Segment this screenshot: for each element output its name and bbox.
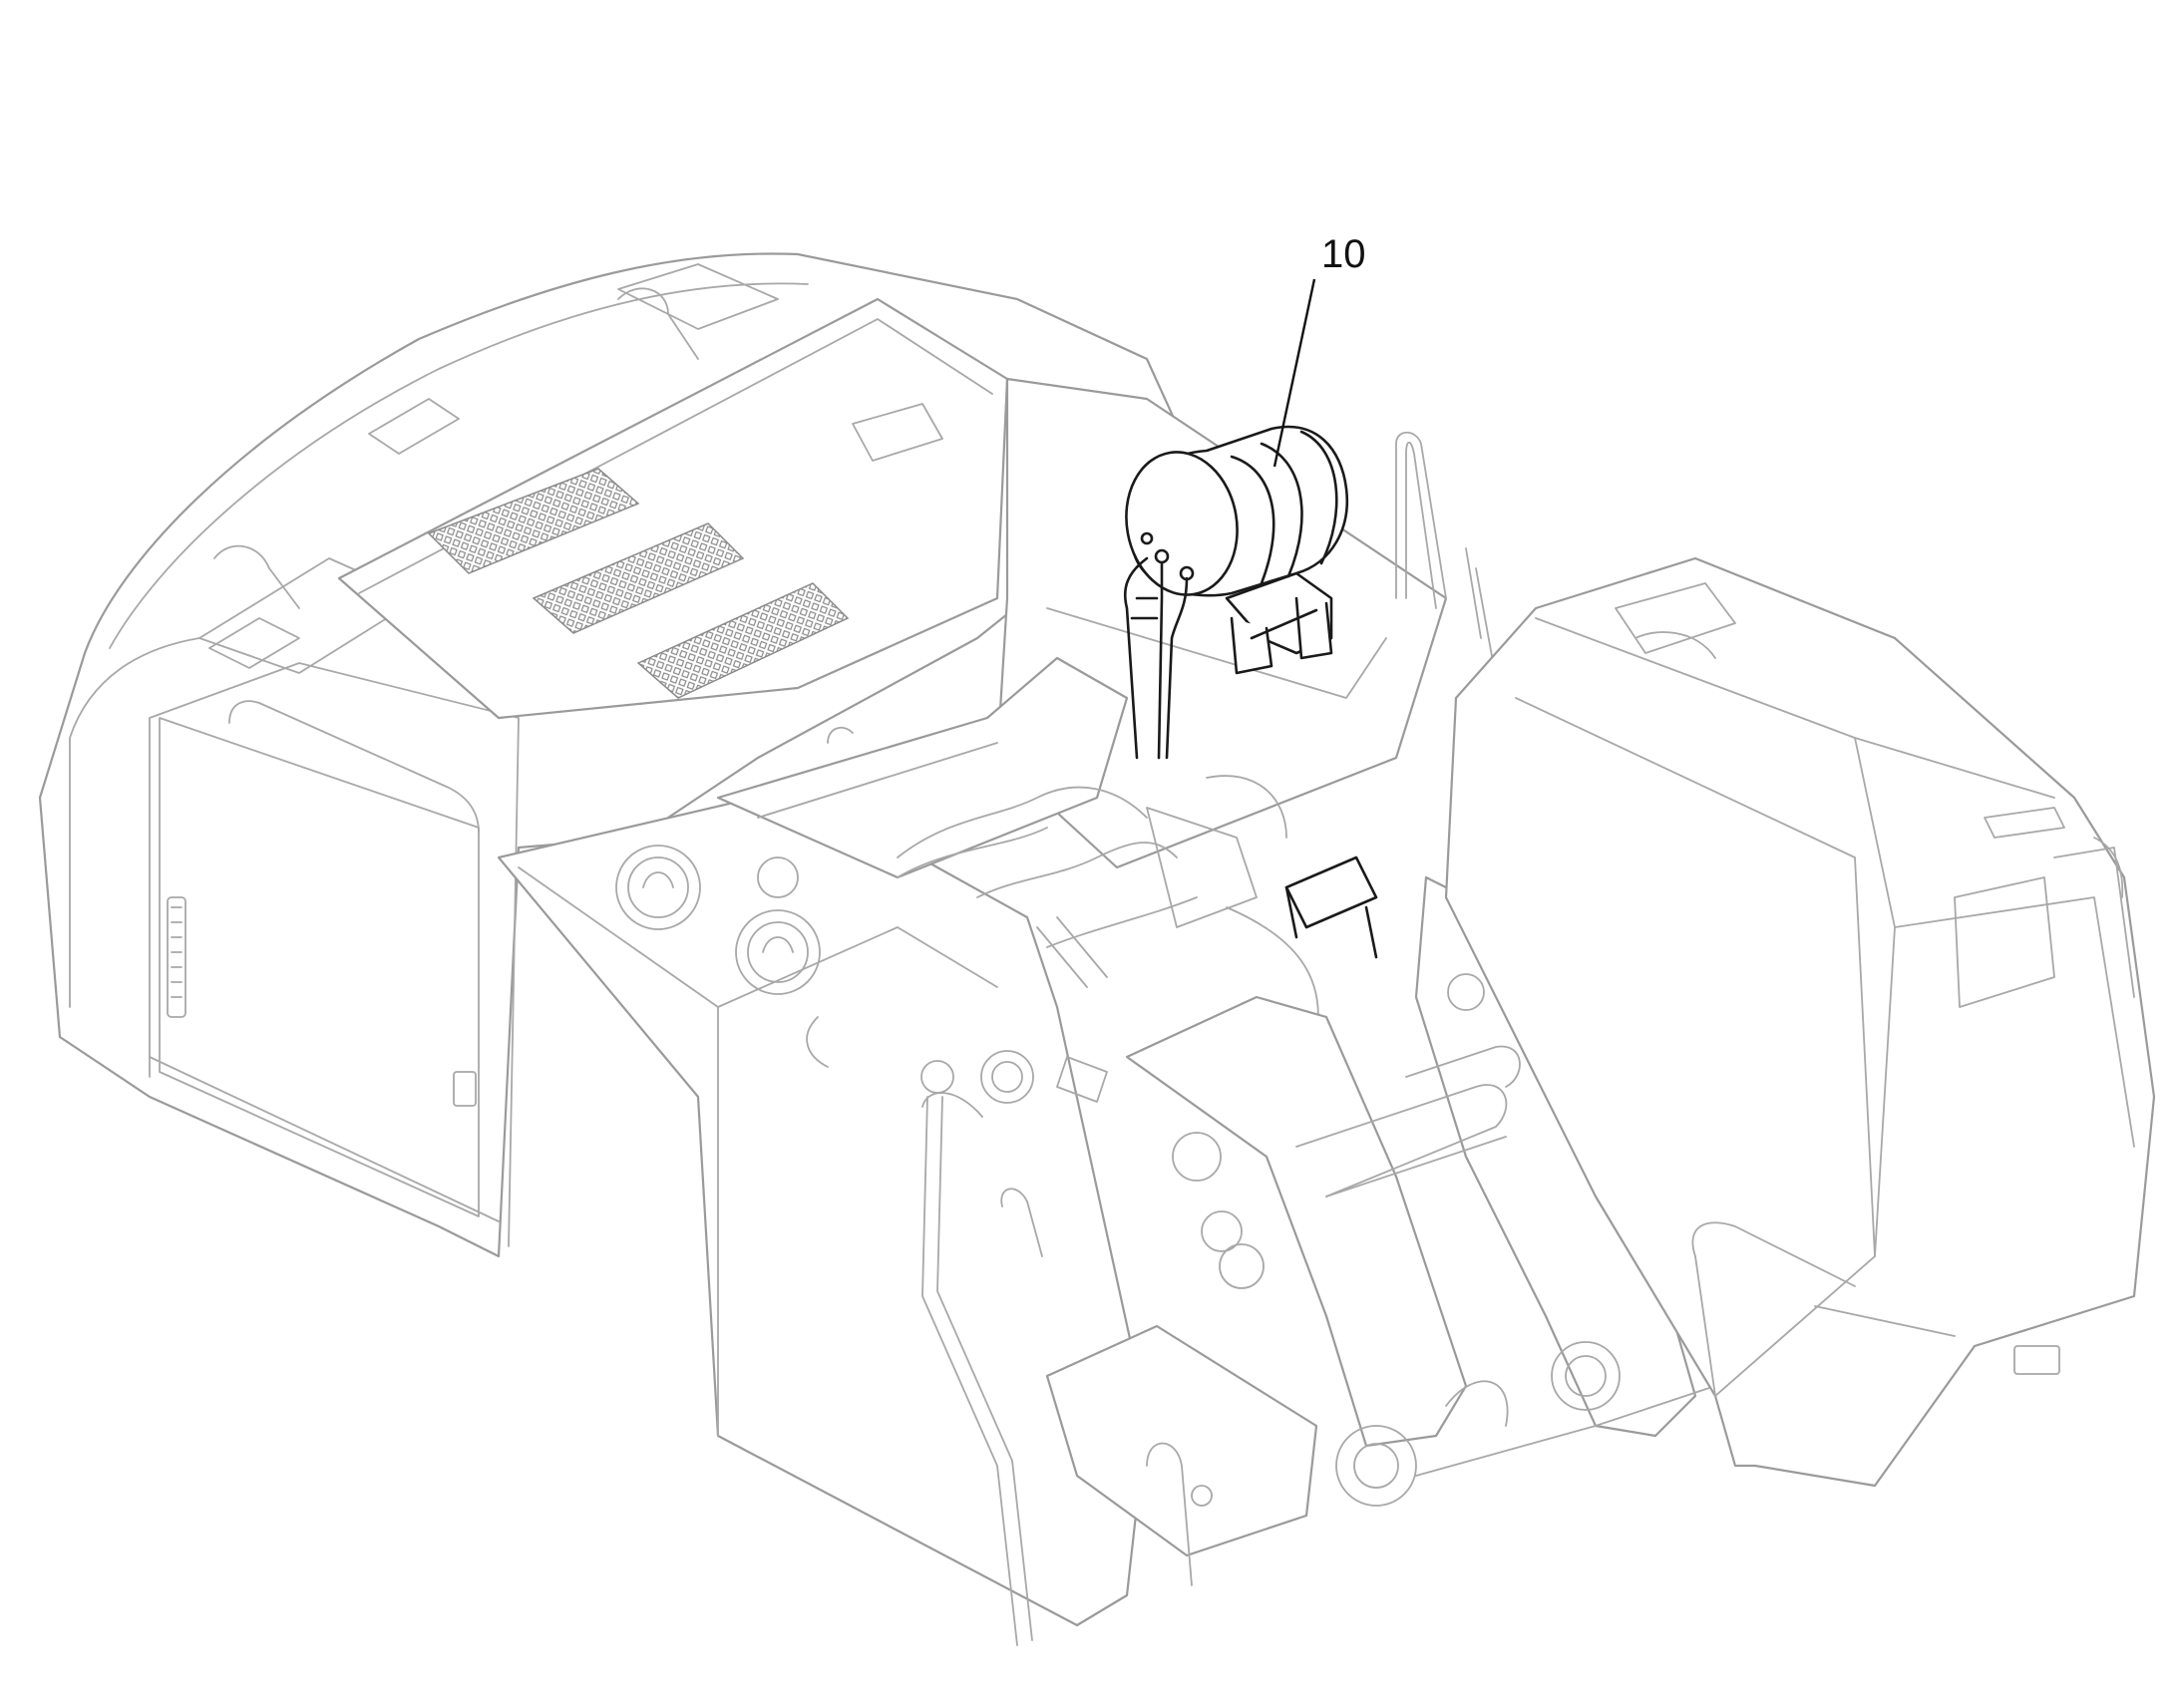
hoses-and-valves	[897, 775, 1319, 1038]
callout-10: 10	[1272, 232, 1366, 468]
callout-label: 10	[1321, 232, 1366, 276]
callout-leader-line	[1272, 278, 1316, 468]
boom-mount-icon	[1125, 875, 1716, 1507]
operator-cab-icon	[1444, 556, 2156, 1488]
engine-hood	[337, 297, 1009, 1377]
hydraulic-tank	[497, 786, 1318, 1646]
air-tank-icon	[1123, 425, 1349, 760]
tank-mount-plate	[1284, 855, 1378, 959]
